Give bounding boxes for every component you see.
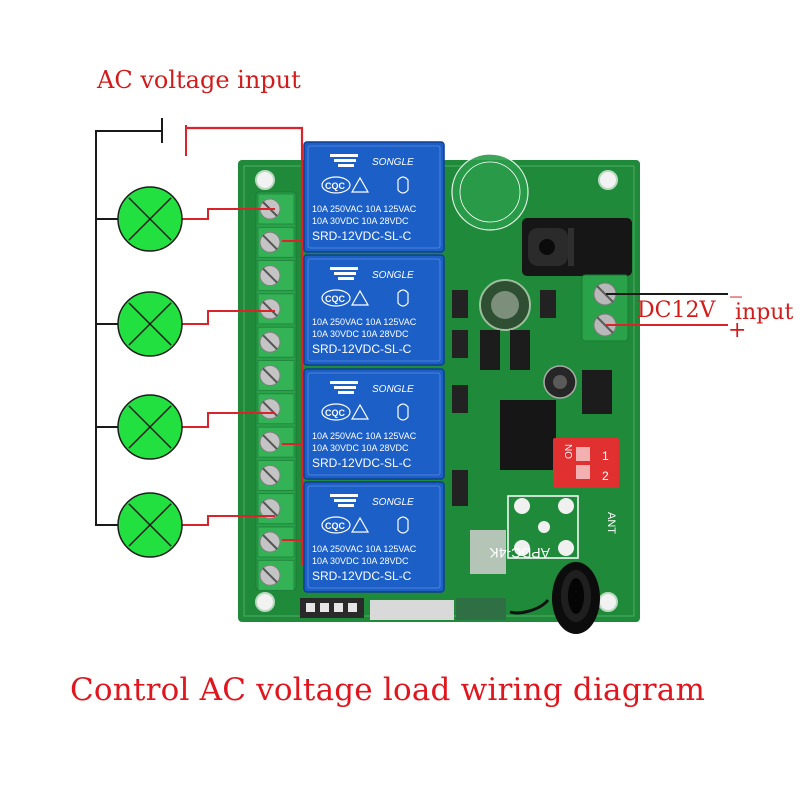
relay-model: SRD-12VDC-SL-C	[312, 456, 412, 470]
relay: SONGLE CQC 10A 250VAC 10A 125VAC 10A 30VDC …	[303, 481, 445, 593]
dc-terminal-block	[581, 274, 629, 342]
screw-terminal	[257, 459, 295, 491]
relay-brand: SONGLE	[372, 497, 414, 508]
buzzer	[451, 153, 529, 231]
minus-sign: _	[730, 270, 742, 298]
lamps	[117, 186, 183, 558]
dc-jack	[522, 218, 632, 276]
dc12v-label: DC12V	[637, 298, 716, 323]
screw-terminal	[257, 393, 295, 425]
board-model-text: APDC-4K	[489, 545, 550, 561]
cqc-logo-text: CQC	[325, 408, 346, 418]
cqc-logo-text: CQC	[325, 521, 346, 531]
screw-terminal	[257, 426, 295, 458]
ul-mark-icon	[397, 289, 409, 307]
cqc-logo-text: CQC	[325, 294, 346, 304]
dip-label-1: 1	[602, 449, 609, 463]
relay-rating-line-1: 10A 250VAC 10A 125VAC	[312, 544, 417, 554]
warning-triangle-icon	[350, 289, 370, 306]
lamp-icon	[117, 186, 183, 252]
ul-mark-icon	[397, 403, 409, 421]
ant-text: ANT	[605, 512, 617, 534]
songle-logo-icon	[330, 381, 358, 384]
diagram-caption: Control AC voltage load wiring diagram	[70, 672, 706, 708]
plus-sign: +	[728, 318, 747, 343]
cqc-logo-icon	[321, 403, 351, 421]
songle-logo-icon	[338, 277, 354, 280]
screw-terminal	[257, 293, 295, 325]
cqc-logo-icon	[321, 516, 351, 534]
relay-rating-line-2: 10A 30VDC 10A 28VDC	[312, 329, 409, 339]
songle-logo-icon	[334, 386, 356, 389]
lamp-wire-3	[182, 412, 275, 428]
warning-triangle-icon	[350, 176, 370, 193]
screw-terminal	[257, 193, 295, 225]
relay-model: SRD-12VDC-SL-C	[312, 569, 412, 583]
capacitor	[479, 279, 577, 399]
warning-triangle-icon	[350, 403, 370, 420]
songle-logo-icon	[330, 154, 358, 157]
songle-logo-icon	[334, 159, 356, 162]
relay-rating-line-2: 10A 30VDC 10A 28VDC	[312, 443, 409, 453]
relays: SONGLE CQC 10A 250VAC 10A 125VAC 10A 30VDC …	[303, 141, 445, 593]
screw-terminal	[257, 526, 295, 558]
songle-logo-icon	[338, 391, 354, 394]
songle-logo-icon	[334, 499, 356, 502]
screw-terminal	[257, 260, 295, 292]
songle-logo-icon	[330, 267, 358, 270]
black-common-wire	[95, 130, 162, 526]
pin-header	[300, 598, 364, 618]
warning-triangle-icon	[350, 516, 370, 533]
songle-logo-icon	[338, 504, 354, 507]
cqc-logo-icon	[321, 176, 351, 194]
ul-mark-icon	[397, 516, 409, 534]
antenna-coil	[509, 562, 600, 634]
screw-terminal	[257, 326, 295, 358]
wiring	[95, 118, 728, 565]
smd-components	[370, 290, 612, 620]
relay-rating-line-2: 10A 30VDC 10A 28VDC	[312, 556, 409, 566]
dip-label-2: 2	[602, 469, 609, 483]
screw-terminal	[257, 559, 295, 591]
relay-model: SRD-12VDC-SL-C	[312, 229, 412, 243]
relay-rating-line-1: 10A 250VAC 10A 125VAC	[312, 204, 417, 214]
dip-switch: ON 1 2	[553, 438, 619, 488]
cqc-logo-text: CQC	[325, 181, 346, 191]
relay-rating-line-2: 10A 30VDC 10A 28VDC	[312, 216, 409, 226]
lamp-icon	[117, 291, 183, 357]
relay-brand: SONGLE	[372, 157, 414, 168]
relay: SONGLE CQC 10A 250VAC 10A 125VAC 10A 30VDC …	[303, 141, 445, 253]
screw-terminal	[257, 493, 295, 525]
ul-mark-icon	[397, 176, 409, 194]
red-feed-wire	[186, 126, 304, 565]
button-pads	[507, 495, 579, 559]
lamp-wire-2	[182, 310, 275, 325]
songle-logo-icon	[330, 494, 358, 497]
relay-rating-line-1: 10A 250VAC 10A 125VAC	[312, 317, 417, 327]
relay-brand: SONGLE	[372, 384, 414, 395]
relay-brand: SONGLE	[372, 270, 414, 281]
lamp-wire-4	[182, 515, 275, 526]
screw-terminal	[257, 360, 295, 391]
dip-on-label: ON	[564, 444, 575, 459]
relay-model: SRD-12VDC-SL-C	[312, 342, 412, 356]
terminal-block-left	[255, 191, 297, 591]
lamp-icon	[117, 394, 183, 460]
screw-terminal	[257, 226, 295, 258]
lamp-icon	[117, 492, 183, 558]
relay: SONGLE CQC 10A 250VAC 10A 125VAC 10A 30VDC …	[303, 368, 445, 480]
relay-rating-line-1: 10A 250VAC 10A 125VAC	[312, 431, 417, 441]
cqc-logo-icon	[321, 289, 351, 307]
relay: SONGLE CQC 10A 250VAC 10A 125VAC 10A 30VDC …	[303, 254, 445, 366]
songle-logo-icon	[338, 164, 354, 167]
songle-logo-icon	[334, 272, 356, 275]
lamp-wire-1	[182, 208, 275, 220]
ac-voltage-input-label: AC voltage input	[97, 66, 301, 94]
dc-input-label: input	[735, 300, 794, 325]
